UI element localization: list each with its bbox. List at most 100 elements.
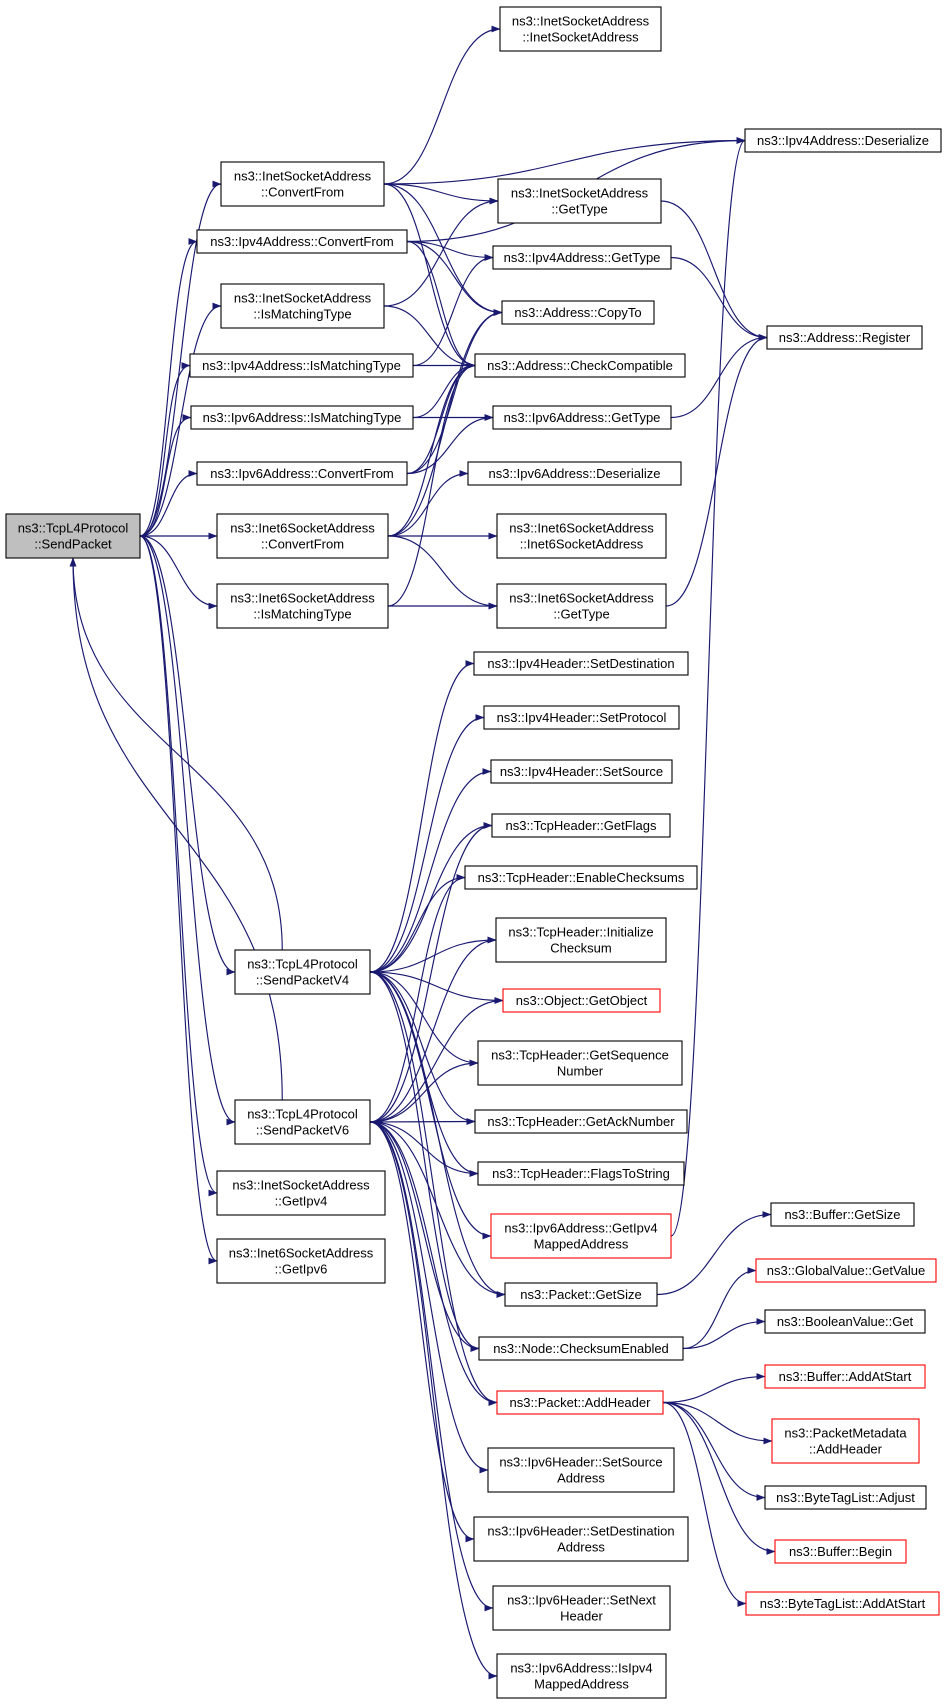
node-v4-deser[interactable]: ns3::Ipv4Address::Deserialize: [744, 128, 942, 153]
edge-i6sa-conv-to-i6sa-gettype: [387, 535, 498, 610]
node-box: [497, 178, 662, 224]
node-label: ns3::Ipv4Address::Deserialize: [757, 133, 929, 148]
node-sendpacket[interactable]: ns3::TcpL4Protocol::SendPacket: [5, 513, 141, 559]
node-label: ns3::GlobalValue::GetValue: [767, 1263, 926, 1278]
node-v4-ismatch[interactable]: ns3::Ipv4Address::IsMatchingType: [189, 353, 414, 378]
edge-sendv4-to-pkt-addheader: [369, 971, 498, 1406]
node-box: [755, 1258, 937, 1283]
node-i6sa-ismatch[interactable]: ns3::Inet6SocketAddress::IsMatchingType: [216, 583, 389, 629]
edge-sendv6-to-tcph-flagstostr: [369, 1121, 479, 1177]
node-tcph-getack[interactable]: ns3::TcpHeader::GetAckNumber: [474, 1109, 688, 1134]
node-v4-gettype[interactable]: ns3::Ipv4Address::GetType: [492, 245, 672, 270]
edge-sendv6-to-obj-getobject: [369, 997, 504, 1123]
edge-sendv4-to-v4h-setsrc: [369, 768, 492, 973]
edge-isa-ismatch-to-addr-checkcompat: [383, 305, 476, 369]
edge-isa-gettype-to-addr-register: [660, 200, 768, 341]
node-isa-ctor[interactable]: ns3::InetSocketAddress::InetSocketAddres…: [499, 6, 662, 52]
node-isa-gettype[interactable]: ns3::InetSocketAddress::GetType: [497, 178, 662, 224]
node-box: [501, 300, 655, 325]
node-pm-addheader[interactable]: ns3::PacketMetadata::AddHeader: [771, 1418, 920, 1464]
node-label: ns3::Inet6SocketAddress: [509, 591, 654, 606]
node-v6-gettype[interactable]: ns3::Ipv6Address::GetType: [492, 405, 672, 430]
node-v6-ismatch[interactable]: ns3::Ipv6Address::IsMatchingType: [190, 405, 414, 430]
edge-sendpacket-to-isa-getipv4: [139, 535, 218, 1197]
node-pkt-addheader[interactable]: ns3::Packet::AddHeader: [496, 1390, 664, 1415]
edge-v4-ismatch-to-v4-gettype: [412, 254, 494, 367]
edge-sendv6-to-tcph-getack: [369, 1118, 476, 1125]
node-bool-get[interactable]: ns3::BooleanValue::Get: [764, 1309, 926, 1334]
node-v6-deser[interactable]: ns3::Ipv6Address::Deserialize: [467, 461, 682, 486]
node-addr-copyto[interactable]: ns3::Address::CopyTo: [501, 300, 655, 325]
node-box: [496, 1390, 664, 1415]
node-label: ns3::Buffer::AddAtStart: [779, 1369, 912, 1384]
node-label: ns3::PacketMetadata: [784, 1426, 907, 1441]
node-label: ns3::Ipv6Header::SetDestination: [487, 1524, 674, 1539]
edge-v6-conv-to-addr-copyto: [406, 309, 503, 475]
edge-v6-ismatch-to-addr-checkcompat: [412, 362, 476, 419]
node-label: ns3::Inet6SocketAddress: [509, 521, 654, 536]
node-addr-checkcompat[interactable]: ns3::Address::CheckCompatible: [474, 353, 686, 378]
edge-sendpacket-to-v6-ismatch: [139, 414, 192, 537]
node-pkt-getsize[interactable]: ns3::Packet::GetSize: [504, 1282, 658, 1307]
node-buf-addatstart[interactable]: ns3::Buffer::AddAtStart: [764, 1364, 926, 1389]
node-tcph-flagstostr[interactable]: ns3::TcpHeader::FlagsToString: [477, 1161, 685, 1186]
node-label: ns3::TcpHeader::FlagsToString: [492, 1166, 670, 1181]
node-tcph-enablecs[interactable]: ns3::TcpHeader::EnableChecksums: [464, 865, 698, 890]
node-isa-ismatch[interactable]: ns3::InetSocketAddress::IsMatchingType: [220, 283, 385, 329]
node-label: ns3::TcpL4Protocol: [18, 521, 129, 536]
node-v6-conv[interactable]: ns3::Ipv6Address::ConvertFrom: [196, 461, 408, 486]
node-label: ns3::Ipv4Address::IsMatchingType: [202, 358, 401, 373]
node-box: [220, 161, 385, 207]
node-label: ns3::Ipv4Header::SetDestination: [487, 656, 674, 671]
node-box: [496, 1653, 667, 1699]
node-sendv6[interactable]: ns3::TcpL4Protocol::SendPacketV6: [234, 1099, 371, 1145]
node-label: ::ConvertFrom: [261, 537, 344, 552]
edge-pkt-addheader-to-btl-adjust: [662, 1401, 766, 1501]
node-i6sa-gettype[interactable]: ns3::Inet6SocketAddress::GetType: [496, 583, 667, 629]
node-gv-getvalue[interactable]: ns3::GlobalValue::GetValue: [755, 1258, 937, 1283]
node-i6sa-getipv6[interactable]: ns3::Inet6SocketAddress::GetIpv6: [216, 1238, 386, 1284]
node-label: ns3::Ipv6Header::SetNext: [507, 1593, 656, 1608]
node-i6sa-ctor[interactable]: ns3::Inet6SocketAddress::Inet6SocketAddr…: [496, 513, 667, 559]
node-label: ns3::Object::GetObject: [516, 993, 648, 1008]
node-v4-conv[interactable]: ns3::Ipv4Address::ConvertFrom: [196, 229, 408, 254]
node-buf-getsize[interactable]: ns3::Buffer::GetSize: [770, 1202, 915, 1227]
node-node-csenabled[interactable]: ns3::Node::ChecksumEnabled: [478, 1336, 684, 1361]
edge-sendv4-to-tcph-getflags: [369, 822, 493, 973]
node-label: ns3::Ipv4Header::SetSource: [500, 764, 663, 779]
node-v4h-setdest[interactable]: ns3::Ipv4Header::SetDestination: [473, 651, 689, 676]
node-label: ns3::Inet6SocketAddress: [230, 521, 375, 536]
node-isa-conv[interactable]: ns3::InetSocketAddress::ConvertFrom: [220, 161, 385, 207]
node-isa-getipv4[interactable]: ns3::InetSocketAddress::GetIpv4: [216, 1170, 386, 1216]
edge-sendpacket-to-sendv4: [139, 535, 236, 976]
node-obj-getobject[interactable]: ns3::Object::GetObject: [502, 988, 661, 1013]
node-tcph-getflags[interactable]: ns3::TcpHeader::GetFlags: [491, 813, 671, 838]
node-btl-adjust[interactable]: ns3::ByteTagList::Adjust: [764, 1485, 927, 1510]
node-buf-begin[interactable]: ns3::Buffer::Begin: [774, 1539, 907, 1564]
node-box: [196, 461, 408, 486]
node-box: [499, 6, 662, 52]
node-box: [216, 583, 389, 629]
edge-sendv4-to-v4h-setproto: [369, 714, 485, 973]
node-sendv4[interactable]: ns3::TcpL4Protocol::SendPacketV4: [234, 949, 371, 995]
node-box: [483, 705, 680, 730]
edge-isa-conv-to-addr-checkcompat: [383, 183, 476, 369]
node-label: ::SendPacket: [34, 537, 112, 552]
node-btl-addatstart[interactable]: ns3::ByteTagList::AddAtStart: [745, 1591, 940, 1616]
node-i6sa-conv[interactable]: ns3::Inet6SocketAddress::ConvertFrom: [216, 513, 389, 559]
node-v4h-setproto[interactable]: ns3::Ipv4Header::SetProtocol: [483, 705, 680, 730]
node-label: ns3::InetSocketAddress: [232, 1178, 370, 1193]
edge-v6-getipv4mapped-to-v4-deser: [670, 137, 746, 1237]
node-box: [196, 229, 408, 254]
edge-layer: [69, 25, 776, 1680]
node-v4h-setsrc[interactable]: ns3::Ipv4Header::SetSource: [490, 759, 673, 784]
node-addr-register[interactable]: ns3::Address::Register: [766, 325, 923, 350]
